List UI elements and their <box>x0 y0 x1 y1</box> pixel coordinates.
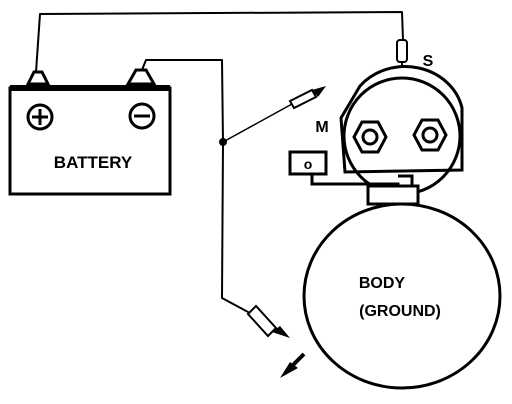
test-probe-icon <box>288 86 326 110</box>
wire-positive-to-s <box>35 11 404 73</box>
wire-junction <box>219 138 227 146</box>
battery-label: BATTERY <box>54 153 133 172</box>
negative-terminal-icon <box>128 102 156 130</box>
body-label: BODY <box>359 275 406 292</box>
solenoid: o S M <box>288 39 464 206</box>
terminal-s-label: S <box>423 53 434 70</box>
test-probe-icon <box>246 304 290 338</box>
wire-junction-to-probe <box>222 103 293 143</box>
battery: BATTERY <box>8 68 172 196</box>
wire-negative <box>141 59 249 313</box>
terminal-m-label: M <box>315 119 328 136</box>
ground-label: (GROUND) <box>359 303 441 320</box>
positive-terminal-icon <box>26 103 54 131</box>
o-terminal <box>288 150 328 176</box>
starter-body: BODY (GROUND) <box>302 202 502 390</box>
arrow-icon <box>280 352 306 378</box>
terminal-o-label: o <box>304 156 313 172</box>
